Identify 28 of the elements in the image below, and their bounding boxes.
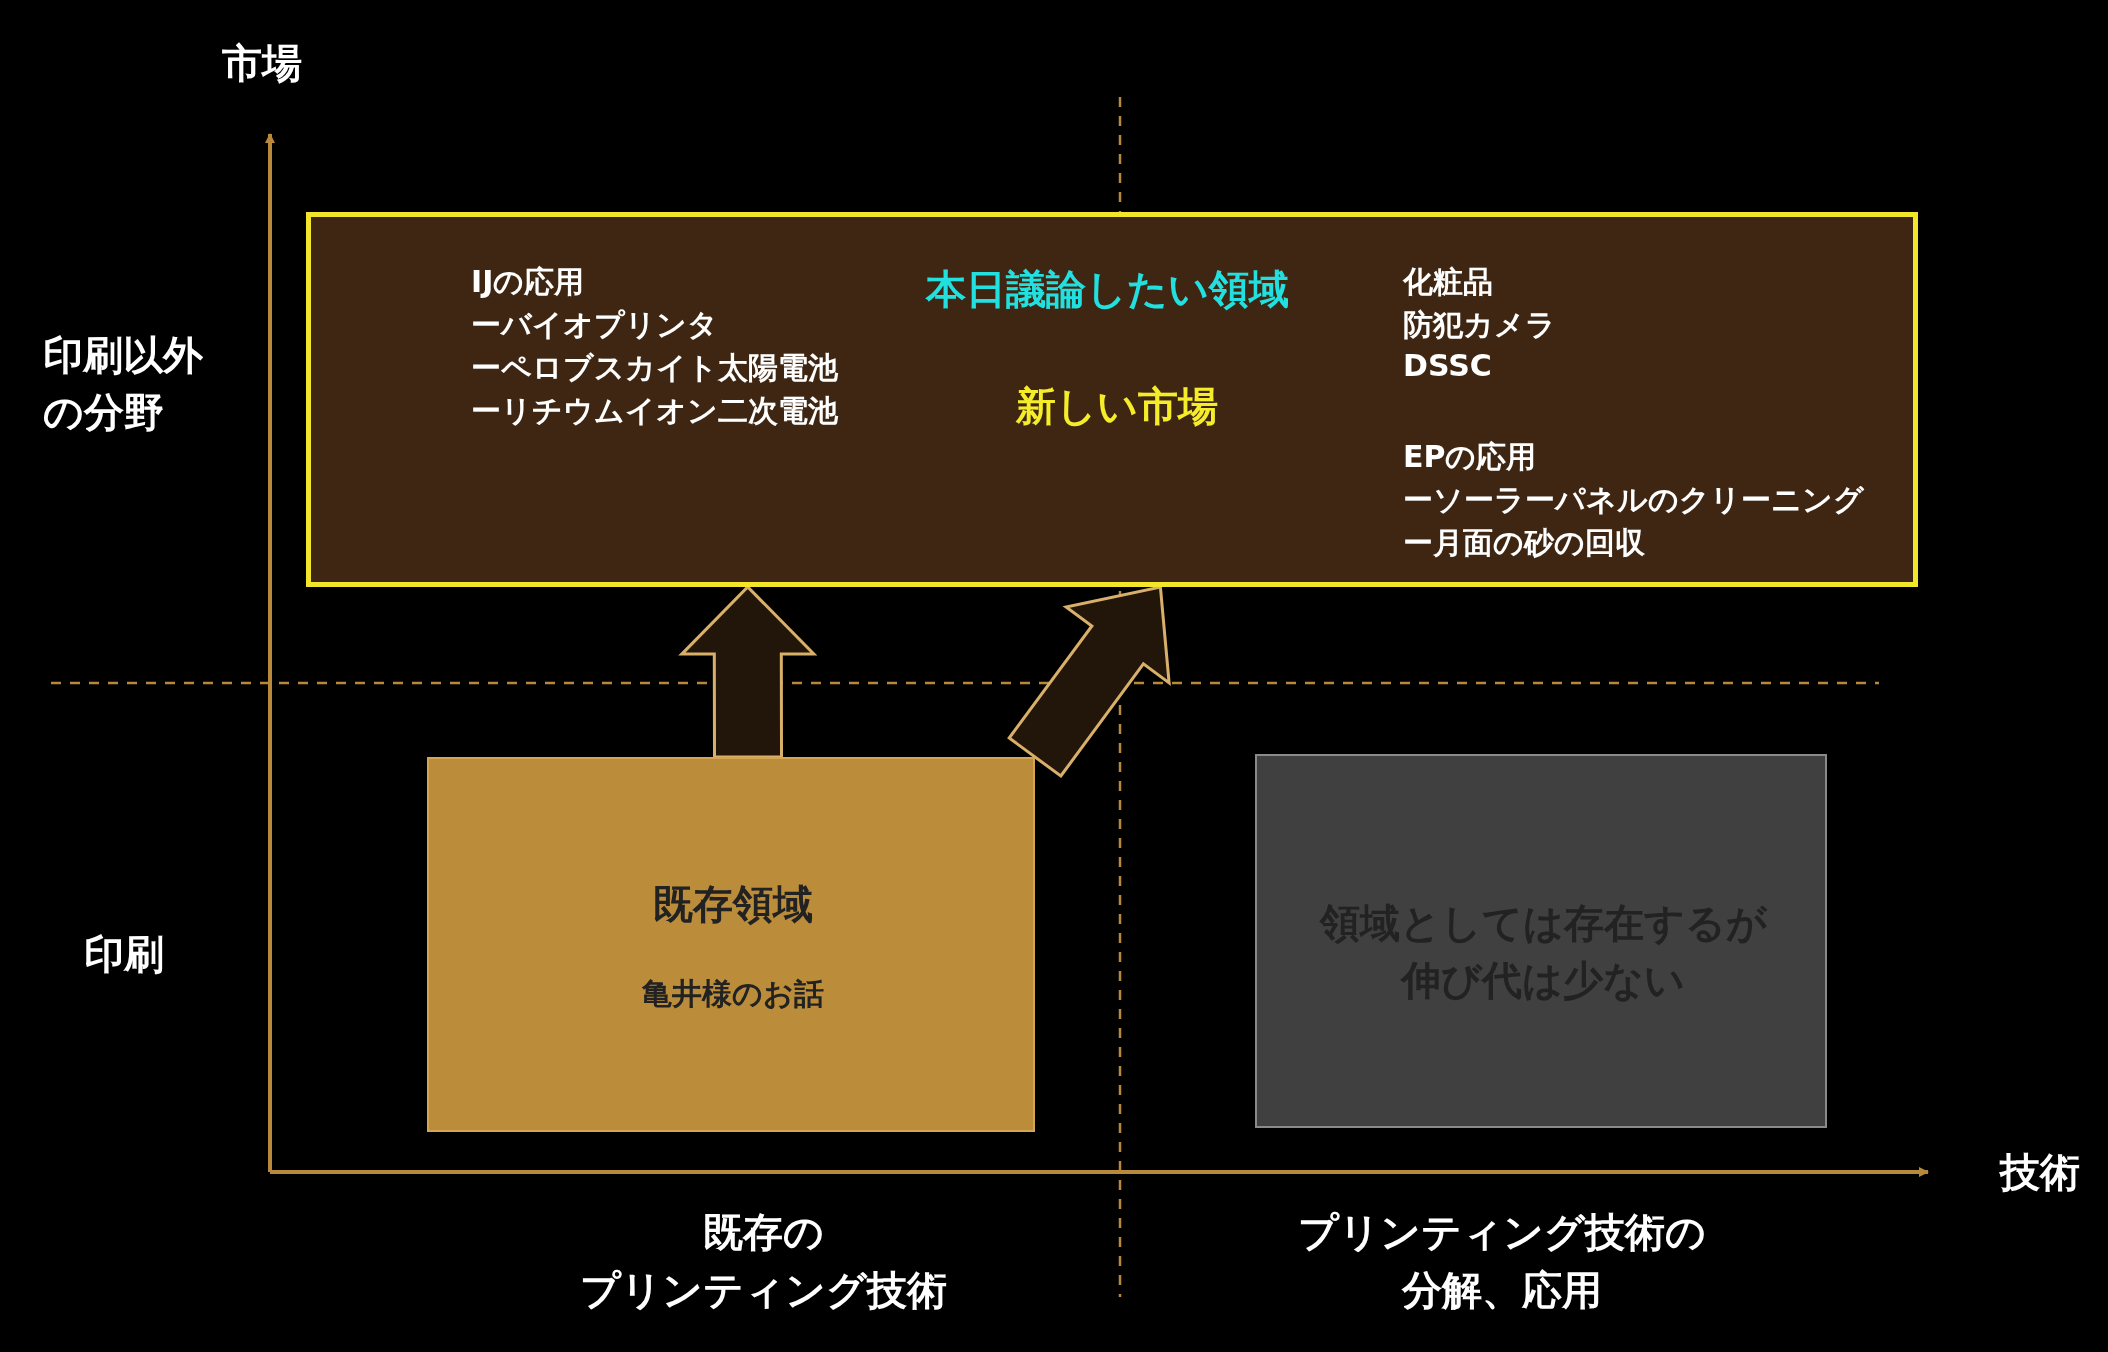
list-item: DSSC	[1403, 348, 1492, 383]
list-item: ーバイオプリンタ	[471, 306, 718, 344]
list-item: EPの応用	[1403, 438, 1537, 476]
axis-label: 市場	[222, 38, 302, 88]
list-item: ーソーラーパネルのクリーニング	[1403, 481, 1864, 519]
axis-category-label: 分解、応用	[1402, 1265, 1602, 1315]
region-subheading: 新しい市場	[1016, 382, 1218, 431]
block-arrow	[1007, 585, 1171, 779]
list-item: ー月面の砂の回収	[1403, 524, 1645, 562]
axis-category-label: 印刷	[84, 929, 164, 979]
target-region-box	[306, 212, 1918, 587]
axis-category-label: 既存の	[702, 1207, 824, 1257]
existing-region-box	[427, 757, 1035, 1132]
list-item: 防犯カメラ	[1403, 306, 1556, 344]
list-item: IJの応用	[471, 263, 585, 301]
list-item: 化粧品	[1403, 263, 1493, 301]
list-item: ーリチウムイオン二次電池	[471, 392, 838, 430]
axis-category-label: プリンティング技術	[579, 1265, 947, 1315]
axis-category-label: 印刷以外	[43, 330, 203, 380]
list-item: ーペロブスカイト太陽電池	[471, 349, 838, 387]
axis-label: 技術	[2000, 1147, 2080, 1197]
block-arrow	[678, 584, 818, 759]
region-heading: 本日議論したい領域	[925, 265, 1289, 314]
box-heading: 既存領域	[653, 880, 813, 929]
axis-category-label: プリンティング技術の	[1298, 1207, 1706, 1257]
box-note: 亀井様のお話	[642, 975, 824, 1013]
axis-category-label: の分野	[43, 387, 164, 437]
limited-region-box	[1255, 754, 1827, 1128]
